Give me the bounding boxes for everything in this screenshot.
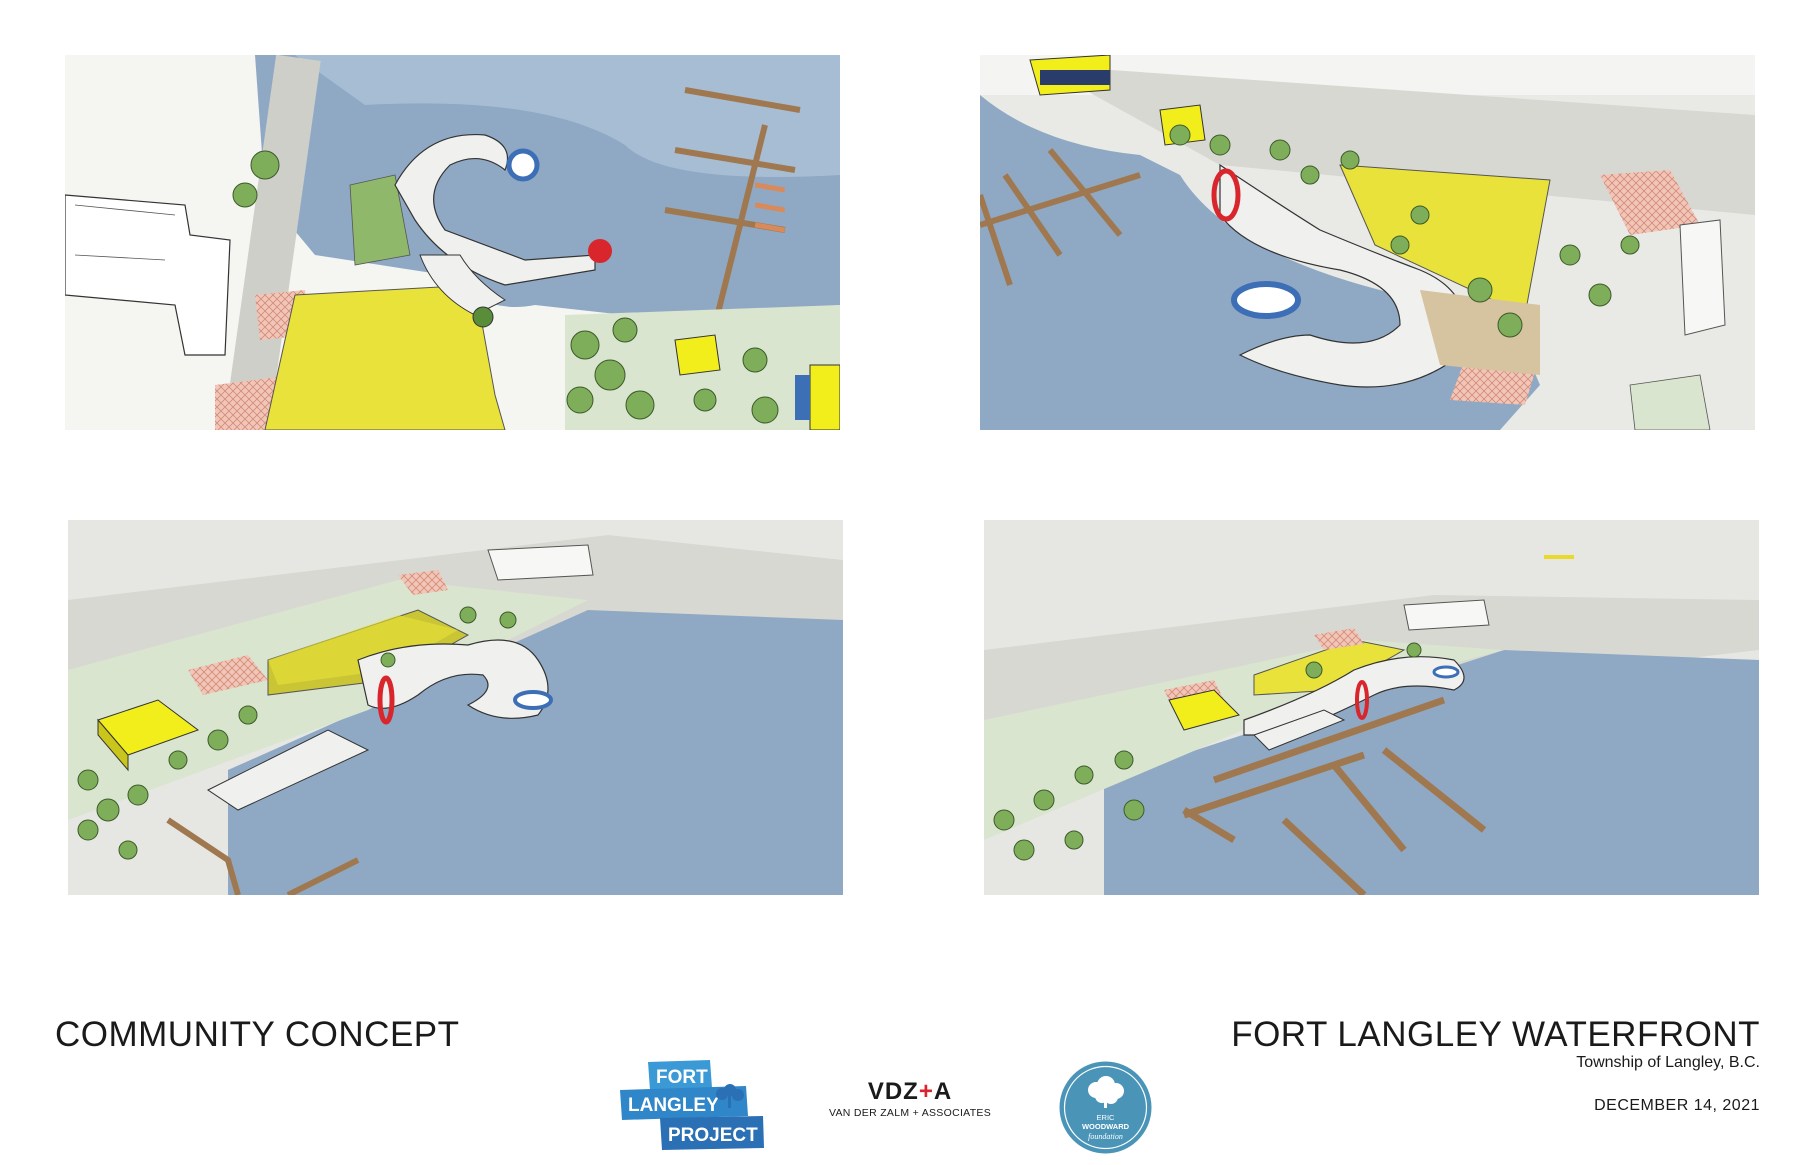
aerial-view-river-render [984,520,1759,895]
plan-view-render [65,55,840,430]
vdz-logo: VDZ+A VAN DER ZALM + ASSOCIATES [820,1078,1000,1119]
eric-woodward-foundation-logo: ERIC WOODWARD foundation [1058,1060,1153,1155]
ewf-line2: WOODWARD [1082,1122,1130,1131]
vdz-subtitle: VAN DER ZALM + ASSOCIATES [828,1107,992,1119]
tree-icon [1088,1076,1124,1108]
aerial-view-west-render [980,55,1755,430]
tree-icon [716,1084,744,1108]
flp-line3: PROJECT [668,1125,758,1146]
ewf-line1: ERIC [1097,1113,1116,1122]
aerial-view-east-render [68,520,843,895]
flp-line1: FORT [656,1067,708,1088]
ewf-line3: foundation [1088,1132,1123,1141]
project-location: Township of Langley, B.C. [1576,1054,1760,1071]
vdz-mark: VDZ+A [867,1078,953,1105]
project-title: FORT LANGLEY WATERFRONT [1231,1015,1760,1054]
concept-title: COMMUNITY CONCEPT [55,1015,460,1054]
sheet-date: DECEMBER 14, 2021 [1594,1097,1760,1114]
fort-langley-project-logo: FORT LANGLEY PROJECT [618,1060,768,1152]
flp-line2: LANGLEY [628,1095,719,1116]
